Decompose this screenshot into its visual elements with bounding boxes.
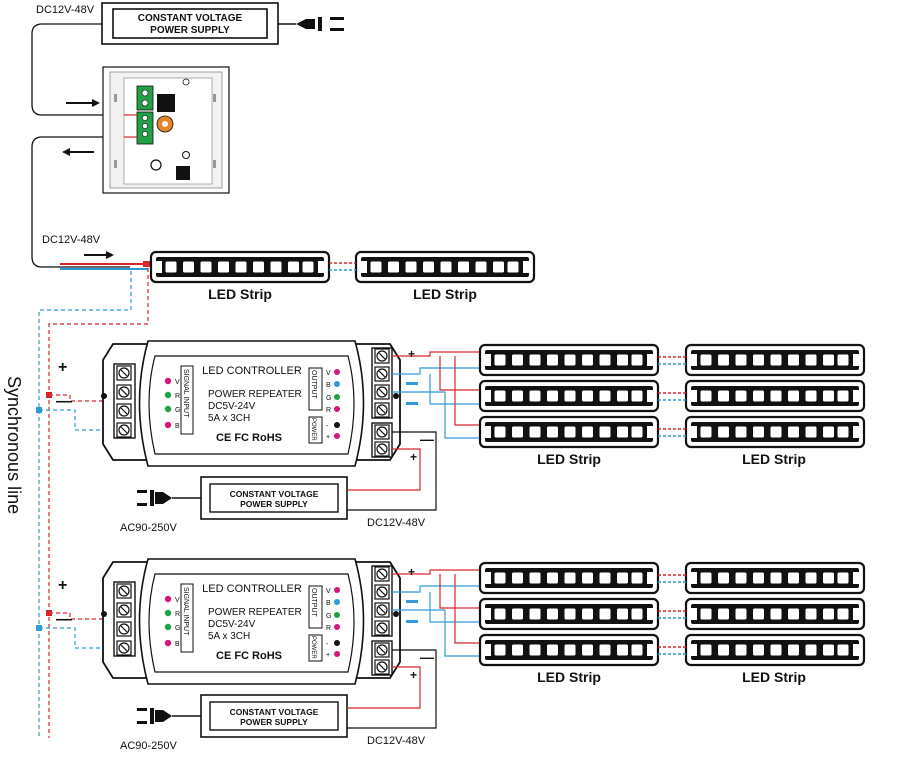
signal-input-label: SIGNAL INPUT: [182, 587, 189, 636]
led-strip-label: LED Strip: [742, 451, 806, 467]
input-pin-letter: G: [175, 407, 180, 414]
input-pin-letter: G: [175, 625, 180, 632]
power-label: POWER: [310, 418, 316, 441]
top-led-strip-1: [149, 250, 331, 284]
sync-plus-label: +: [58, 359, 67, 376]
sync-minus-label: —: [56, 611, 72, 628]
dc-voltage-label: DC12V-48V: [367, 735, 426, 747]
ac-plug-icon: [137, 708, 172, 724]
psu-line2: POWER SUPPLY: [240, 499, 308, 509]
power-pin-letter: +: [326, 652, 330, 659]
controller-line3: 5A x 3CH: [208, 413, 250, 424]
svg-text:—: —: [420, 649, 434, 665]
controller-line1: POWER REPEATER: [208, 389, 302, 400]
certification-marks: CE FC RoHS: [216, 650, 282, 662]
output-pin-letter: B: [326, 382, 331, 389]
led-strip-label: LED Strip: [742, 669, 806, 685]
synchronous-line-label: Synchronous line: [4, 376, 24, 514]
arrow-right-icon: [66, 99, 100, 107]
input-pin-letter: B: [175, 423, 180, 430]
controller-line1: POWER REPEATER: [208, 607, 302, 618]
led-strip-label: LED Strip: [537, 451, 601, 467]
output-label: OUTPUT: [310, 588, 317, 618]
power-label: POWER: [310, 636, 316, 659]
psu-line1: CONSTANT VOLTAGE: [230, 707, 319, 717]
input-pin-letter: B: [175, 641, 180, 648]
arrow-left-icon: [62, 148, 94, 156]
controller-line3: 5A x 3CH: [208, 631, 250, 642]
certification-marks: CE FC RoHS: [216, 432, 282, 444]
svg-text:—: —: [420, 431, 434, 447]
psu-line2: POWER SUPPLY: [240, 717, 308, 727]
psu-line1: CONSTANT VOLTAGE: [230, 489, 319, 499]
top-psu-line2: POWER SUPPLY: [150, 25, 230, 36]
svg-text:+: +: [408, 565, 415, 579]
top-power-supply: CONSTANT VOLTAGE POWER SUPPLY: [101, 2, 279, 45]
output-pin-letter: R: [326, 625, 331, 632]
top-ac-plug-icon: [296, 17, 344, 31]
top-psu-line1: CONSTANT VOLTAGE: [138, 13, 243, 24]
sync-line-blue: [38, 271, 132, 738]
output-pin-letter: V: [326, 588, 331, 595]
svg-text:+: +: [410, 668, 417, 682]
ac-voltage-label: AC90-250V: [120, 740, 178, 752]
top-led-strip-2: [354, 250, 536, 284]
power-pin-letter: -: [326, 641, 329, 648]
controller-title: LED CONTROLLER: [202, 583, 302, 595]
top-strip-1-label: LED Strip: [208, 286, 272, 302]
input-pin-letter: V: [175, 597, 180, 604]
output-pin-letter: V: [326, 370, 331, 377]
sync-plus-label: +: [58, 577, 67, 594]
input-pin-letter: V: [175, 379, 180, 386]
controller-title: LED CONTROLLER: [202, 365, 302, 377]
controller-line2: DC5V-24V: [208, 401, 256, 412]
output-pin-letter: R: [326, 407, 331, 414]
sync-minus-label: —: [56, 393, 72, 410]
controller-line2: DC5V-24V: [208, 619, 256, 630]
power-pin-letter: +: [326, 434, 330, 441]
ac-voltage-label: AC90-250V: [120, 522, 178, 534]
signal-input-label: SIGNAL INPUT: [182, 369, 189, 418]
sync-line-red: [48, 268, 149, 738]
top-supply-voltage-label: DC12V-48V: [36, 4, 95, 16]
arrow-right-icon: [84, 251, 114, 259]
output-pin-letter: G: [326, 613, 331, 620]
led-strip-label: LED Strip: [537, 669, 601, 685]
input-pin-letter: R: [175, 611, 180, 618]
top-strip-voltage-label: DC12V-48V: [42, 234, 101, 246]
power-pin-letter: -: [326, 423, 329, 430]
dc-voltage-label: DC12V-48V: [367, 517, 426, 529]
top-strip-2-label: LED Strip: [413, 286, 477, 302]
top-controller-board: [102, 66, 230, 194]
output-pin-letter: G: [326, 395, 331, 402]
ac-plug-icon: [137, 490, 172, 506]
svg-text:+: +: [410, 450, 417, 464]
svg-text:+: +: [408, 347, 415, 361]
output-pin-letter: B: [326, 600, 331, 607]
output-label: OUTPUT: [310, 370, 317, 400]
input-pin-letter: R: [175, 393, 180, 400]
